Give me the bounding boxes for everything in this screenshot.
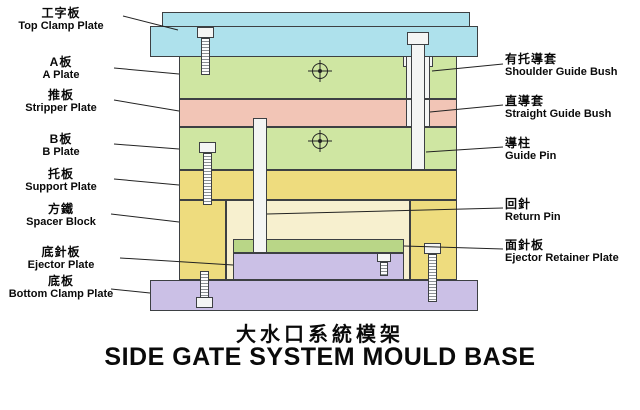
- label-en: Spacer Block: [26, 216, 96, 228]
- label-zh: 方鐵: [47, 202, 74, 216]
- top-clamp-bolt-head: [197, 27, 214, 38]
- label-zh: A板: [49, 55, 73, 69]
- label-ejector-plate: 底針板 Ejector Plate: [2, 245, 120, 272]
- bottom-clamp-bolt-head: [196, 297, 213, 308]
- guide-pin: [411, 32, 425, 170]
- spacer-bolt-shaft: [428, 254, 437, 302]
- b-plate-bolt-head: [199, 142, 216, 153]
- label-top-clamp-plate: 工字板 Top Clamp Plate: [2, 6, 120, 33]
- label-spacer-block: 方鐵 Spacer Block: [2, 202, 120, 229]
- ejector-retainer-screw-shaft: [380, 262, 388, 276]
- label-a-plate: A板 A Plate: [2, 55, 120, 82]
- label-en: Stripper Plate: [25, 102, 97, 114]
- diagram-title-english: SIDE GATE SYSTEM MOULD BASE: [104, 343, 536, 371]
- label-en: Support Plate: [25, 181, 97, 193]
- label-return-pin: 回針 Return Pin: [505, 197, 638, 224]
- label-shoulder-guide-bush: 有托導套 Shoulder Guide Bush: [505, 52, 638, 79]
- label-guide-pin: 導柱 Guide Pin: [505, 136, 638, 163]
- label-straight-guide-bush: 直導套 Straight Guide Bush: [505, 94, 638, 121]
- label-en: Straight Guide Bush: [505, 108, 612, 120]
- label-zh: 回針: [505, 197, 532, 211]
- label-en: Return Pin: [505, 211, 561, 223]
- label-bottom-clamp-plate: 底板 Bottom Clamp Plate: [2, 274, 120, 301]
- label-en: B Plate: [42, 146, 80, 158]
- bottom-clamp-bolt-shaft: [200, 271, 209, 298]
- diagram-title-chinese: 大水口系統模架: [236, 324, 404, 346]
- top-clamp-bolt-shaft: [201, 38, 210, 75]
- ejector-plate-shape: [233, 253, 404, 280]
- ejector-retainer-screw-head: [377, 253, 391, 262]
- label-ejector-retainer-plate: 面針板 Ejector Retainer Plate: [505, 238, 638, 265]
- label-zh: 工字板: [41, 6, 81, 20]
- spacer-block-left-shape: [179, 200, 226, 280]
- label-zh: 推板: [47, 88, 74, 102]
- label-stripper-plate: 推板 Stripper Plate: [2, 88, 120, 115]
- label-b-plate: B板 B Plate: [2, 132, 120, 159]
- guide-pin-head: [407, 32, 429, 45]
- ejector-retainer-plate-shape: [233, 239, 404, 253]
- label-zh: 直導套: [505, 94, 545, 108]
- spacer-bolt-head: [424, 243, 441, 254]
- return-pin: [253, 118, 267, 253]
- label-zh: 底針板: [41, 245, 81, 259]
- label-zh: 面針板: [505, 238, 545, 252]
- label-support-plate: 托板 Support Plate: [2, 167, 120, 194]
- label-en: Ejector Retainer Plate: [505, 252, 619, 264]
- label-en: Bottom Clamp Plate: [8, 288, 114, 300]
- label-zh: 導柱: [505, 136, 532, 150]
- label-zh: B板: [49, 132, 73, 146]
- label-en: Ejector Plate: [27, 259, 95, 271]
- b-plate-bolt-shaft: [203, 153, 212, 205]
- label-en: A Plate: [42, 69, 80, 81]
- label-en: Shoulder Guide Bush: [505, 66, 618, 78]
- label-en: Guide Pin: [505, 150, 557, 162]
- label-en: Top Clamp Plate: [18, 20, 104, 32]
- label-zh: 有托導套: [505, 52, 558, 66]
- top-clamp-plate-upper-step-shape: [162, 12, 470, 27]
- label-zh: 底板: [47, 274, 74, 288]
- support-plate-shape: [179, 170, 457, 200]
- label-zh: 托板: [47, 167, 74, 181]
